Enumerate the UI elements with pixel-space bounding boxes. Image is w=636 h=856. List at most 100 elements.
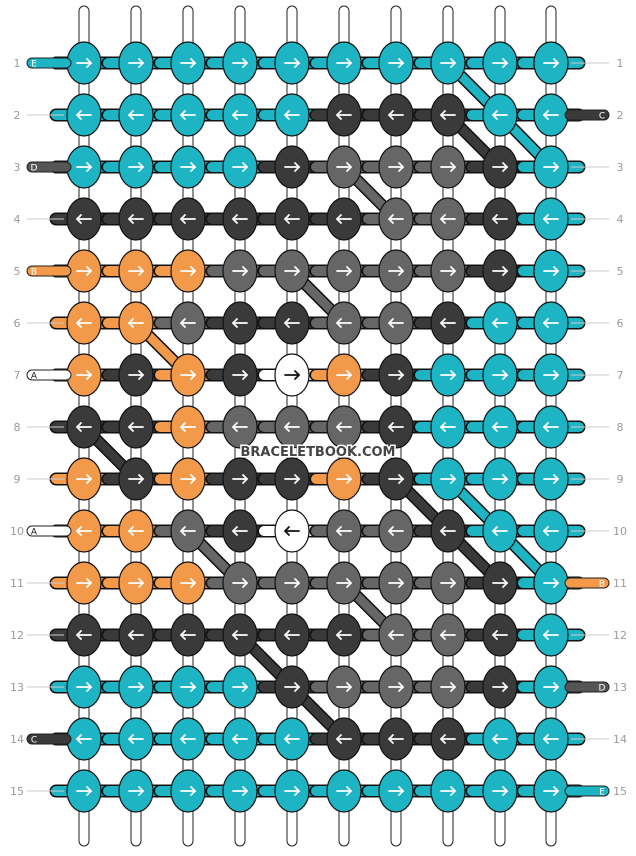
arrow-head-icon bbox=[398, 266, 404, 276]
arrow-head-icon bbox=[492, 526, 498, 536]
arrow-head-icon bbox=[346, 162, 352, 172]
left-string-label: A bbox=[31, 372, 38, 382]
knot bbox=[533, 301, 569, 345]
knot bbox=[118, 665, 154, 709]
arrow-head-icon bbox=[553, 370, 559, 380]
knot bbox=[118, 405, 154, 449]
arrow-head-icon bbox=[294, 370, 300, 380]
knot bbox=[482, 145, 518, 189]
arrow-head-icon bbox=[232, 630, 238, 640]
knot bbox=[482, 41, 518, 85]
knot bbox=[533, 145, 569, 189]
knot bbox=[274, 41, 310, 85]
arrow-head-icon bbox=[190, 682, 196, 692]
knot bbox=[118, 717, 154, 761]
knot bbox=[326, 145, 362, 189]
knot bbox=[430, 561, 466, 605]
arrow-head-icon bbox=[284, 110, 290, 120]
arrow-head-icon bbox=[232, 526, 238, 536]
knot bbox=[430, 509, 466, 553]
knot bbox=[274, 405, 310, 449]
knot bbox=[378, 457, 414, 501]
knot bbox=[170, 717, 206, 761]
knot bbox=[533, 249, 569, 293]
arrow-head-icon bbox=[492, 422, 498, 432]
knot bbox=[274, 665, 310, 709]
left-string-end bbox=[26, 57, 72, 69]
arrow-head-icon bbox=[543, 318, 549, 328]
knot bbox=[482, 405, 518, 449]
arrow-head-icon bbox=[242, 786, 248, 796]
knot bbox=[170, 93, 206, 137]
arrow-head-icon bbox=[138, 682, 144, 692]
arrow-head-icon bbox=[543, 110, 549, 120]
arrow-head-icon bbox=[553, 682, 559, 692]
knot bbox=[378, 509, 414, 553]
arrow-head-icon bbox=[502, 474, 508, 484]
knot bbox=[378, 769, 414, 813]
arrow-head-icon bbox=[128, 110, 134, 120]
arrow-head-icon bbox=[336, 110, 342, 120]
knot bbox=[118, 561, 154, 605]
knot bbox=[66, 457, 102, 501]
knot bbox=[66, 353, 102, 397]
knot bbox=[533, 41, 569, 85]
arrow-head-icon bbox=[242, 162, 248, 172]
knot bbox=[533, 457, 569, 501]
arrow-head-icon bbox=[398, 58, 404, 68]
knot bbox=[222, 145, 258, 189]
knot bbox=[533, 405, 569, 449]
knot bbox=[66, 249, 102, 293]
knot bbox=[533, 561, 569, 605]
arrow-head-icon bbox=[232, 734, 238, 744]
knot bbox=[326, 405, 362, 449]
knot bbox=[222, 769, 258, 813]
row-number-left: 6 bbox=[14, 317, 21, 330]
arrow-head-icon bbox=[450, 162, 456, 172]
arrow-head-icon bbox=[128, 422, 134, 432]
knot bbox=[430, 769, 466, 813]
knot bbox=[118, 249, 154, 293]
arrow-head-icon bbox=[128, 214, 134, 224]
arrow-head-icon bbox=[398, 162, 404, 172]
arrow-head-icon bbox=[450, 370, 456, 380]
arrow-head-icon bbox=[398, 474, 404, 484]
knot bbox=[378, 197, 414, 241]
knot bbox=[378, 561, 414, 605]
knot bbox=[222, 405, 258, 449]
knot bbox=[274, 717, 310, 761]
arrow-head-icon bbox=[232, 318, 238, 328]
knot bbox=[222, 509, 258, 553]
knot bbox=[170, 353, 206, 397]
knot bbox=[66, 665, 102, 709]
knot bbox=[326, 769, 362, 813]
arrow-head-icon bbox=[388, 110, 394, 120]
arrow-head-icon bbox=[294, 266, 300, 276]
knot bbox=[170, 457, 206, 501]
watermark: BRACELETBOOK.COM bbox=[241, 445, 396, 460]
knot bbox=[66, 561, 102, 605]
arrow-head-icon bbox=[553, 474, 559, 484]
knot bbox=[326, 613, 362, 657]
row-number-left: 10 bbox=[10, 525, 24, 538]
arrow-head-icon bbox=[502, 266, 508, 276]
arrow-head-icon bbox=[336, 214, 342, 224]
arrow-head-icon bbox=[502, 162, 508, 172]
knot bbox=[326, 93, 362, 137]
arrow-head-icon bbox=[553, 58, 559, 68]
row-number-right: 12 bbox=[613, 629, 627, 642]
arrow-head-icon bbox=[440, 526, 446, 536]
knot bbox=[430, 405, 466, 449]
knot bbox=[430, 145, 466, 189]
knot bbox=[66, 145, 102, 189]
arrow-head-icon bbox=[138, 474, 144, 484]
arrow-head-icon bbox=[190, 162, 196, 172]
knot bbox=[170, 145, 206, 189]
arrow-head-icon bbox=[502, 786, 508, 796]
knot bbox=[66, 717, 102, 761]
knot bbox=[274, 301, 310, 345]
arrow-head-icon bbox=[86, 58, 92, 68]
arrow-head-icon bbox=[502, 682, 508, 692]
arrow-head-icon bbox=[76, 630, 82, 640]
knot bbox=[326, 353, 362, 397]
